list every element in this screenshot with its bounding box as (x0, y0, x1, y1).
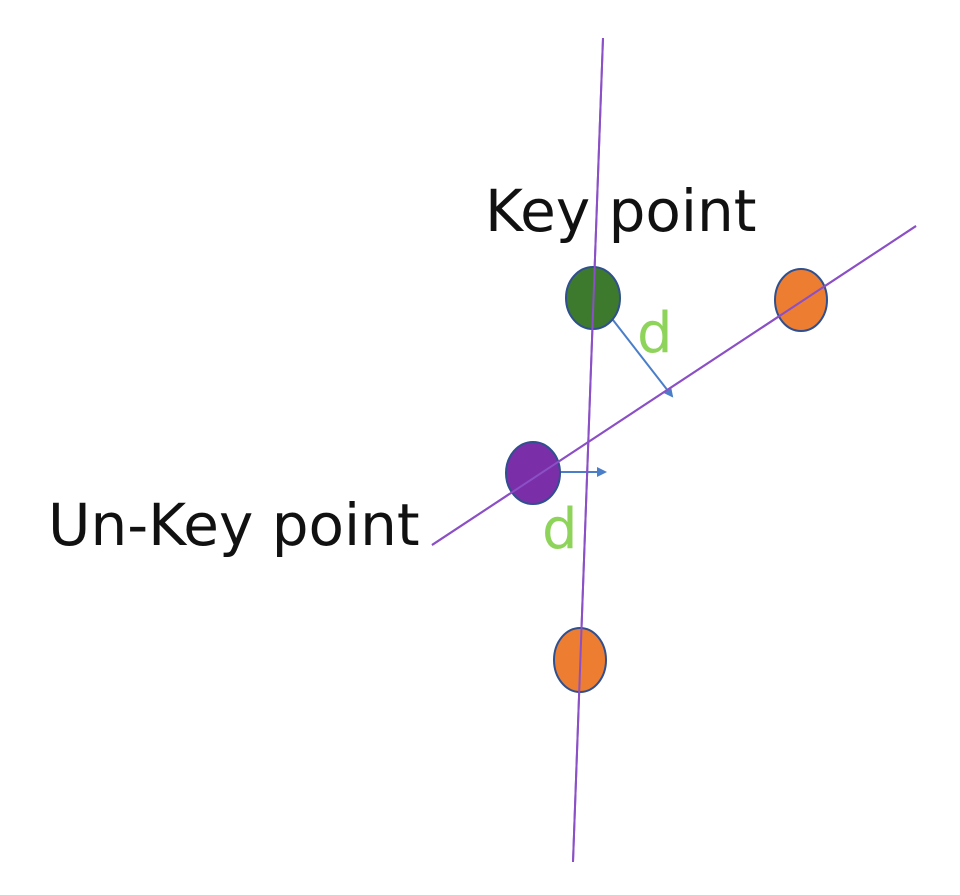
distance-arrow-upper (612, 319, 674, 398)
unkey-point-label: Un-Key point (48, 491, 420, 559)
distance-label-lower: d (542, 497, 578, 562)
key-point-label: Key point (485, 177, 757, 245)
unkey-point-node (505, 441, 561, 505)
near-vertical-line-overlay (572, 37, 604, 863)
endpoint-node-right (774, 268, 828, 332)
diagonal-line-overlay (431, 225, 917, 546)
distance-label-upper: d (637, 301, 673, 366)
